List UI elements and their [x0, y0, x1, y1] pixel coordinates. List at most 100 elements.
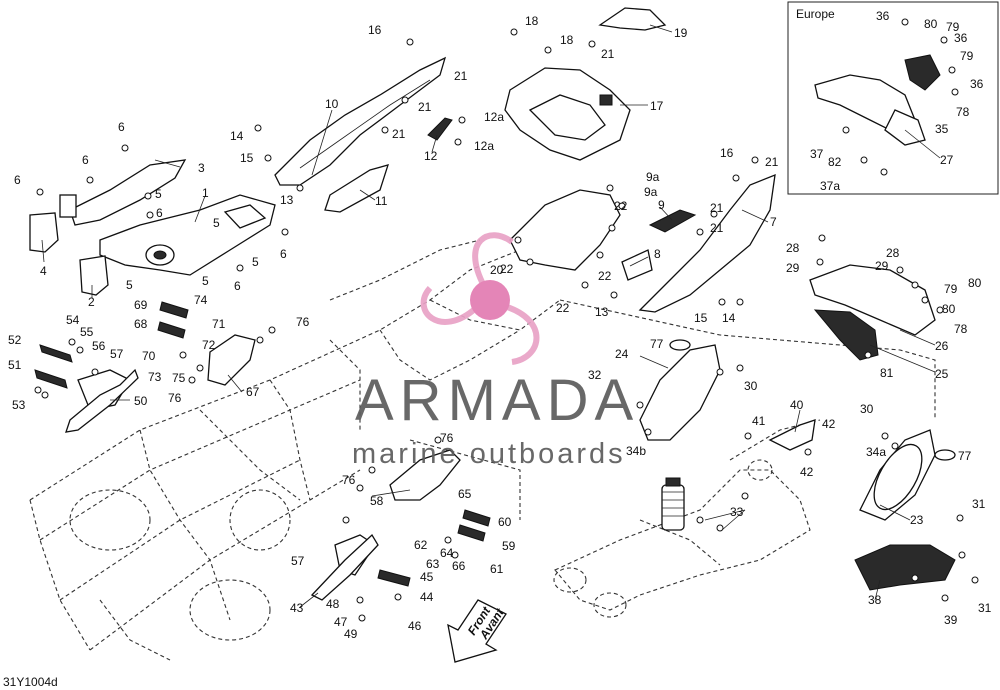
callout-number: 10: [325, 97, 339, 111]
callout-number: 22: [598, 269, 612, 283]
callout-number: 5: [213, 216, 220, 230]
callout-number: 8: [654, 247, 661, 261]
propeller-blade: [503, 303, 540, 365]
callout-number: 19: [674, 26, 688, 40]
leader-lines: [41, 24, 941, 608]
callout-number: 38: [868, 593, 882, 607]
callout-number: 25: [935, 367, 949, 381]
callout-number: 26: [935, 339, 949, 353]
callout-number: 21: [454, 69, 468, 83]
callout-number: 59: [502, 539, 516, 553]
callout-number: 76: [296, 315, 310, 329]
callout-number: 78: [954, 322, 968, 336]
callout-number: 57: [291, 554, 305, 568]
callout-number: 69: [134, 298, 148, 312]
callout-number: 67: [246, 385, 260, 399]
callout-number: 74: [194, 293, 208, 307]
callout-number: 6: [280, 247, 287, 261]
propeller-blade: [420, 285, 478, 325]
callout-number: 54: [66, 313, 80, 327]
callout-number: 7: [770, 215, 777, 229]
callout-number: 66: [452, 559, 466, 573]
chassis-frame: [29, 239, 936, 661]
callout-number: 6: [14, 173, 21, 187]
callout-number: 44: [420, 590, 434, 604]
callout-number: 41: [752, 414, 766, 428]
callout-number: 62: [414, 538, 428, 552]
callout-number: 21: [710, 221, 724, 235]
callout-number: 9: [658, 198, 665, 212]
callout-number: 48: [326, 597, 340, 611]
callout-number: 23: [910, 513, 924, 527]
part-grille-12: [427, 117, 453, 141]
callout-number: 71: [212, 317, 226, 331]
shock-absorber: [661, 477, 685, 531]
callout-number: 12a: [474, 139, 494, 153]
callout-number: 5: [252, 255, 259, 269]
part-bracket-2: [79, 255, 109, 296]
callout-number: 76: [440, 431, 454, 445]
callout-number: 55: [80, 325, 94, 339]
front-direction-arrow: Front Avant: [447, 599, 507, 663]
callout-number: 9a: [644, 185, 658, 199]
callout-number: 11: [375, 194, 388, 208]
part-side-panel-7: [638, 173, 776, 313]
callout-number: 15: [240, 151, 254, 165]
callout-number: 73: [148, 370, 162, 384]
callout-number: 1: [202, 186, 209, 200]
callout-number: 70: [142, 349, 156, 363]
callout-number: 13: [595, 305, 609, 319]
callout-number: 30: [744, 379, 758, 393]
callout-number: 42: [822, 417, 836, 431]
callout-number: 6: [82, 153, 89, 167]
callout-number: 52: [8, 333, 22, 347]
part-side-panel-1: [99, 194, 276, 276]
callout-number: 34b: [626, 444, 646, 458]
footrest-assembly-center: [310, 449, 491, 601]
callout-number: 80: [924, 17, 938, 31]
callout-number: 5: [155, 187, 162, 201]
callout-number: 16: [368, 23, 382, 37]
brand-name: ARMADA: [355, 368, 639, 433]
part-grille-9: [648, 209, 697, 233]
callout-number: 79: [946, 20, 960, 34]
propeller-hub: [470, 280, 510, 320]
callout-number: 33: [730, 505, 744, 519]
callout-number: 36: [876, 9, 890, 23]
callout-number: 60: [498, 515, 512, 529]
callout-number: 36: [954, 31, 968, 45]
callout-number: 22: [556, 301, 570, 315]
callout-number: 63: [426, 557, 440, 571]
armada-propeller-logo: [420, 232, 540, 365]
callout-number: 77: [958, 449, 972, 463]
part-reflector-24: [639, 344, 721, 441]
inset-europe: Europe: [787, 1, 999, 195]
callout-number: 37: [810, 147, 824, 161]
callout-number: 22: [500, 262, 514, 276]
part-side-panel-10: [274, 56, 447, 186]
part-inner-panel: [509, 189, 621, 271]
callout-number: 53: [12, 398, 26, 412]
callout-number: 27: [940, 153, 954, 167]
seal-rings: [669, 339, 956, 461]
callout-number: 64: [440, 546, 454, 560]
part-label-8: [621, 249, 653, 281]
callout-number: 75: [172, 371, 186, 385]
callout-number: 6: [118, 120, 125, 134]
callout-number: 39: [944, 613, 958, 627]
part-mudflap-25: [813, 309, 879, 361]
callout-number: 47: [334, 615, 348, 629]
part-reflector-23: [859, 429, 936, 521]
callout-number: 51: [8, 358, 22, 372]
propeller-blade: [472, 232, 514, 288]
drawing-code: 31Y1004d: [3, 675, 58, 689]
fasteners: [34, 18, 979, 622]
callout-number: 50: [134, 394, 148, 408]
callout-number: 36: [970, 77, 984, 91]
callout-number: 6: [156, 206, 163, 220]
part-bracket-4: [29, 212, 59, 253]
callout-number: 29: [875, 259, 889, 273]
callout-number: 34a: [866, 445, 886, 459]
brand-tagline: marine outboards: [352, 438, 626, 470]
